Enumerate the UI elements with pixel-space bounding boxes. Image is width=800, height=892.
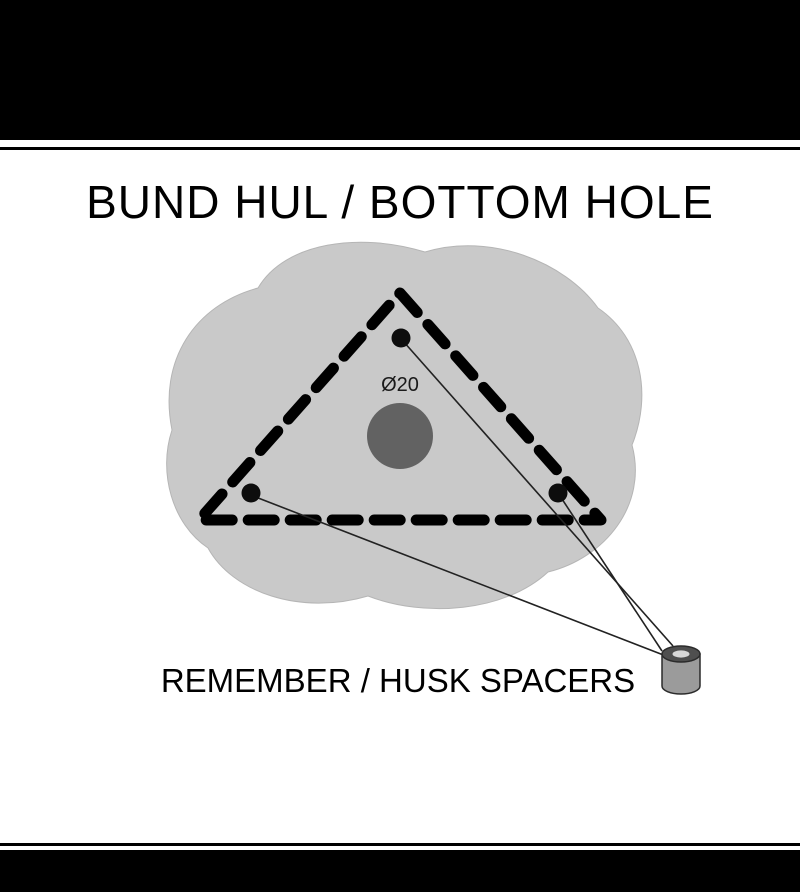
top-frame-rule — [0, 147, 800, 150]
spacer-hole — [672, 650, 690, 658]
drill-dot-right — [548, 483, 568, 503]
drill-dot-left — [241, 483, 261, 503]
center-hole — [367, 403, 433, 469]
spacer-cylinder-icon — [661, 645, 701, 695]
reminder-note: REMEMBER / HUSK SPACERS — [161, 662, 635, 699]
spacer-pointer-lines — [252, 340, 674, 657]
pointer-line-top-hole — [402, 340, 674, 647]
drill-pattern-triangle — [193, 287, 607, 526]
pointer-line-left-hole — [252, 495, 667, 657]
bottom-frame-rule — [0, 843, 800, 846]
center-hole-label: Ø20 — [381, 374, 419, 396]
top-letterbox-bar — [0, 0, 800, 140]
spacer-body — [661, 653, 701, 695]
drill-dot-top — [391, 328, 411, 348]
page-title: BUND HUL / BOTTOM HOLE — [86, 176, 714, 228]
pointer-line-right-hole — [559, 495, 663, 652]
bottom-letterbox-bar — [0, 850, 800, 892]
